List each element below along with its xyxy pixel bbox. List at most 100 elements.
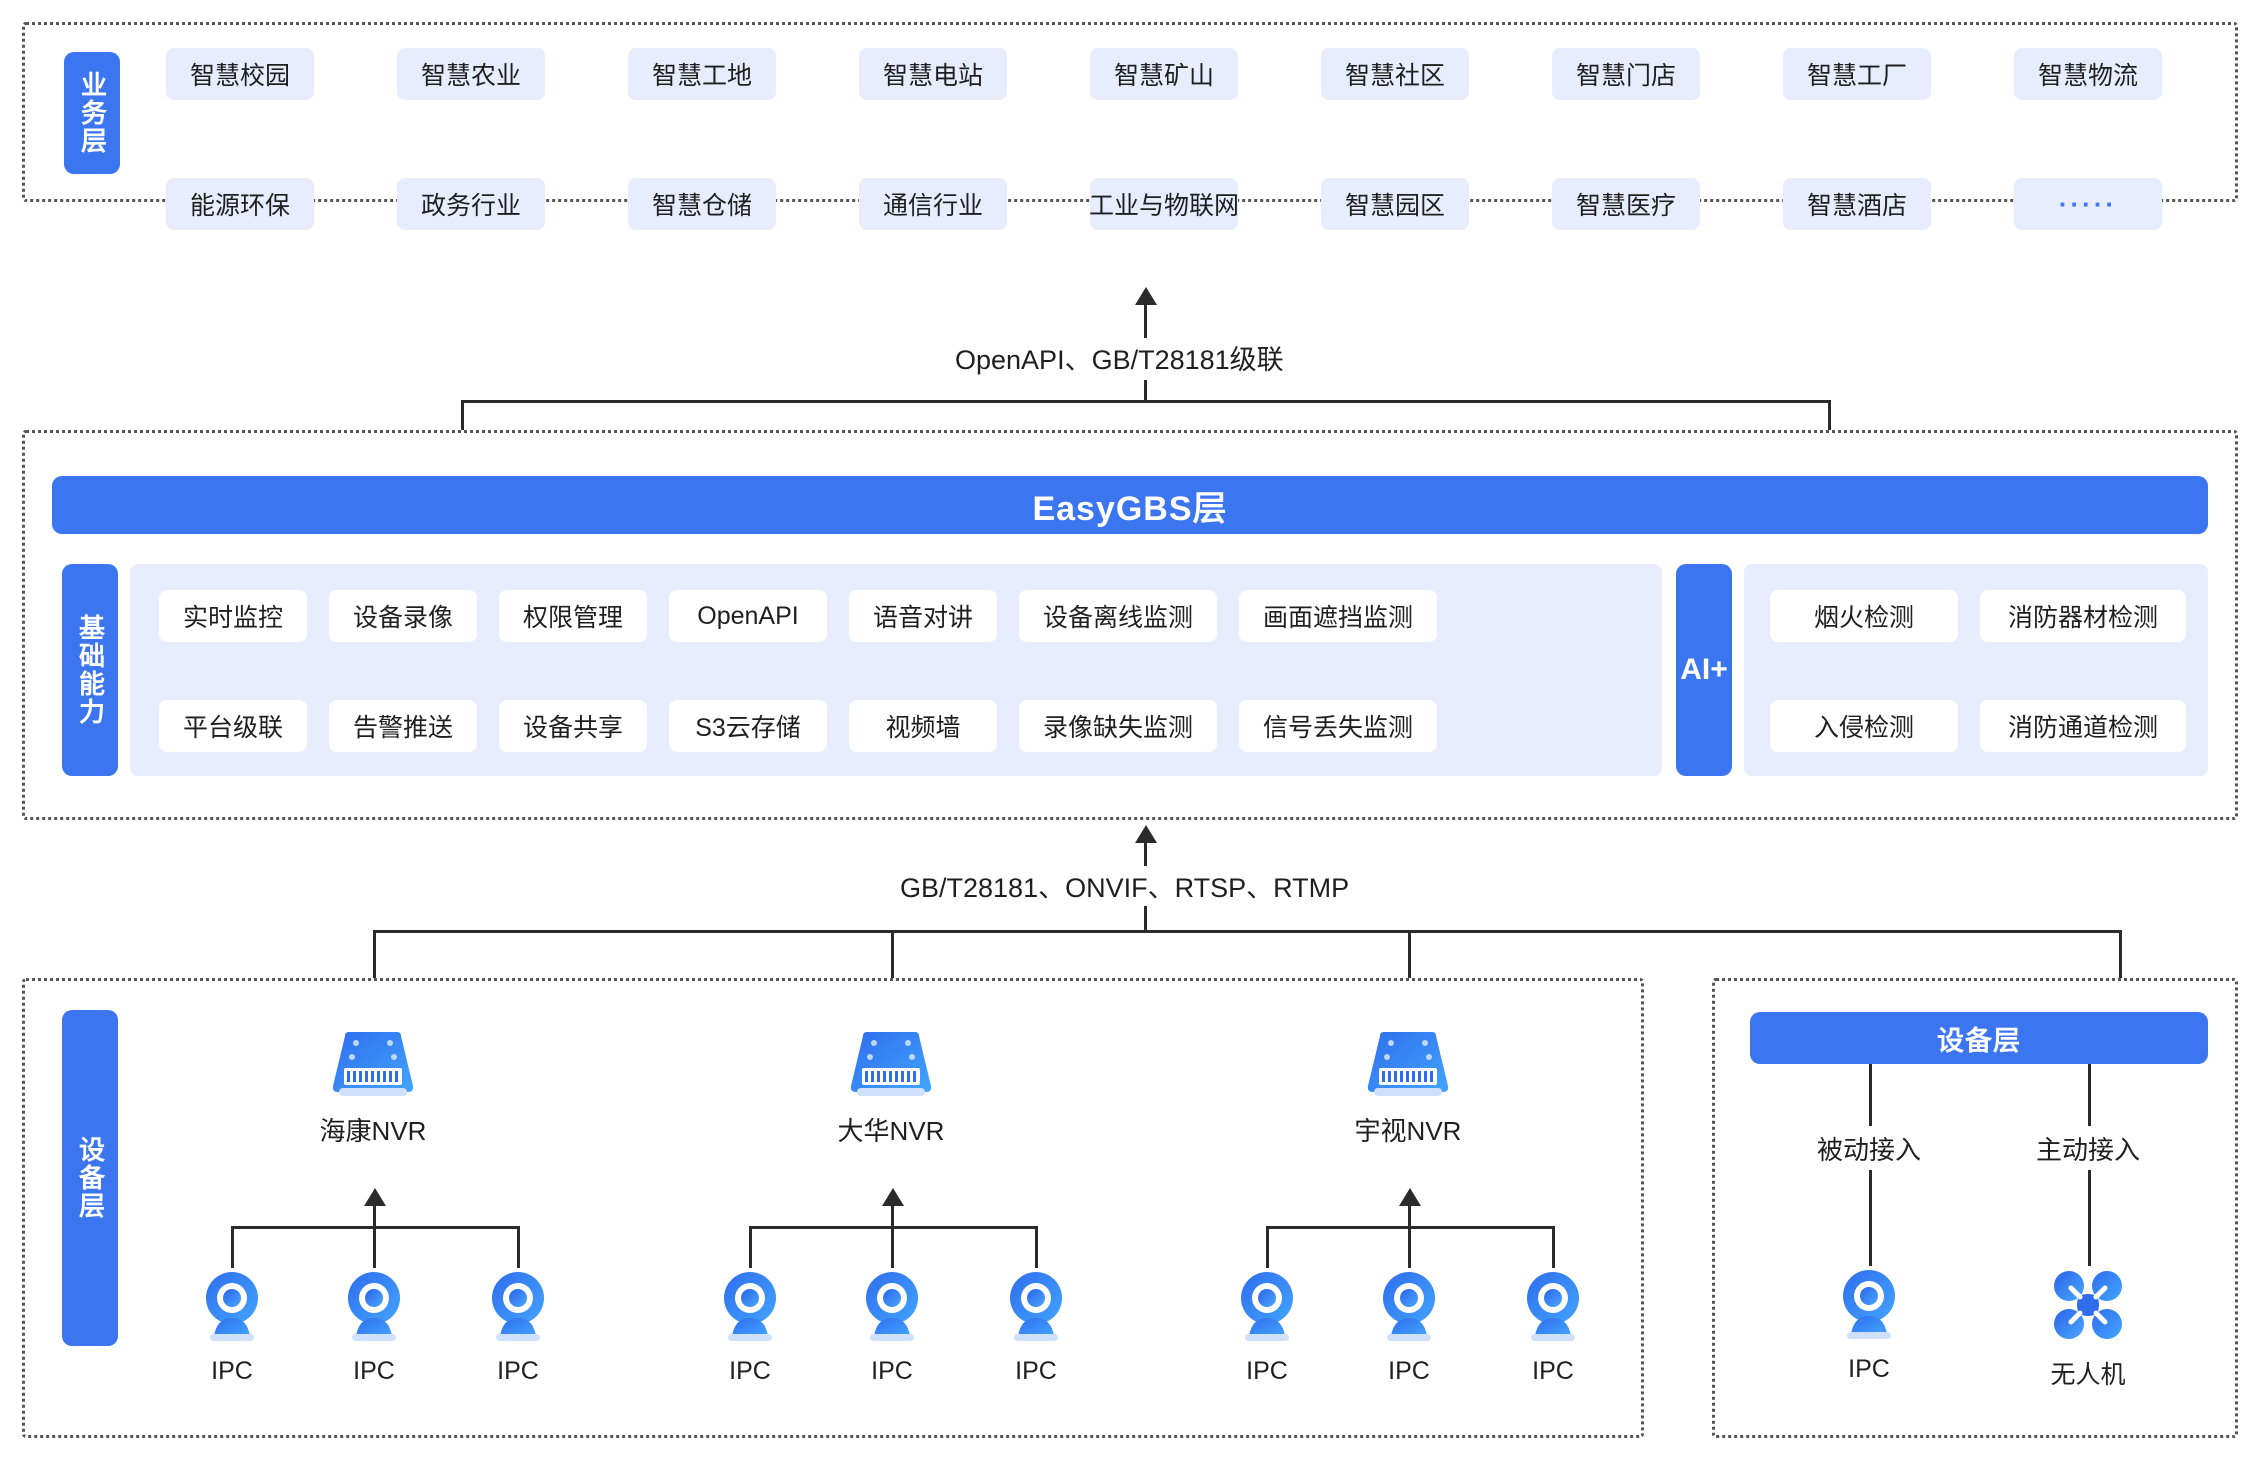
capability-chip[interactable]: OpenAPI <box>669 590 827 642</box>
device-layer-left-tab: 设备层 <box>62 1010 118 1346</box>
business-chip[interactable]: 智慧物流 <box>2014 48 2162 100</box>
camera-node[interactable]: IPC <box>1813 1266 1925 1384</box>
nvr3-leg-a <box>1266 1226 1269 1268</box>
arrow-up-nvr3 <box>1399 1188 1421 1206</box>
camera-label: IPC <box>1848 1355 1890 1383</box>
ai-capability-chip[interactable]: 入侵检测 <box>1770 700 1958 752</box>
business-chip[interactable]: 智慧工地 <box>628 48 776 100</box>
camera-icon <box>492 1272 544 1341</box>
nvr2-leg-a <box>749 1226 752 1268</box>
basic-capability-tab: 基础能力 <box>62 564 118 776</box>
camera-icon <box>348 1272 400 1341</box>
camera-label: IPC <box>1388 1357 1430 1385</box>
camera-node[interactable]: IPC <box>836 1268 948 1386</box>
camera-node[interactable]: IPC <box>1497 1268 1609 1386</box>
camera-node[interactable]: IPC <box>176 1268 288 1386</box>
connector-stem-top <box>1144 380 1147 402</box>
business-chip[interactable]: 智慧门店 <box>1552 48 1700 100</box>
business-chip[interactable]: 智慧工厂 <box>1783 48 1931 100</box>
business-chip[interactable]: 智慧校园 <box>166 48 314 100</box>
connector-leg-nvr2 <box>891 930 894 1020</box>
business-chip[interactable]: 智慧电站 <box>859 48 1007 100</box>
capability-chip[interactable]: 语音对讲 <box>849 590 997 642</box>
business-chip[interactable]: 通信行业 <box>859 178 1007 230</box>
nvr1-leg-b <box>373 1226 376 1268</box>
business-layer-tab: 业务层 <box>64 52 120 174</box>
nvr1-leg-a <box>231 1226 234 1268</box>
nvr-icon <box>332 1032 414 1096</box>
drone-label: 无人机 <box>2050 1361 2126 1389</box>
nvr2-leg-b <box>891 1226 894 1268</box>
camera-node[interactable]: IPC <box>694 1268 806 1386</box>
connector-label-openapi: OpenAPI、GB/T28181级联 <box>945 338 1294 377</box>
nvr3-leg-b <box>1408 1226 1411 1268</box>
right-branch1-upper <box>1869 1064 1872 1126</box>
ai-capability-chip[interactable]: 烟火检测 <box>1770 590 1958 642</box>
camera-label: IPC <box>353 1357 395 1385</box>
capability-chip[interactable]: 设备录像 <box>329 590 477 642</box>
business-chip[interactable]: 智慧医疗 <box>1552 178 1700 230</box>
device-layer-right-banner: 设备层 <box>1750 1012 2208 1064</box>
drone-icon <box>2054 1271 2122 1339</box>
drone-node[interactable]: 无人机 <box>2032 1266 2144 1391</box>
camera-node[interactable]: IPC <box>980 1268 1092 1386</box>
nvr2-stem <box>891 1206 894 1228</box>
camera-icon <box>1527 1272 1579 1341</box>
business-chip[interactable]: 能源环保 <box>166 178 314 230</box>
capability-chip[interactable]: 录像缺失监测 <box>1019 700 1217 752</box>
capability-chip[interactable]: 设备共享 <box>499 700 647 752</box>
nvr1-leg-c <box>517 1226 520 1268</box>
capability-chip[interactable]: 告警推送 <box>329 700 477 752</box>
ai-capability-chip[interactable]: 消防通道检测 <box>1980 700 2186 752</box>
nvr-label: 大华NVR <box>837 1116 945 1146</box>
business-chip[interactable]: 智慧社区 <box>1321 48 1469 100</box>
capability-chip[interactable]: S3云存储 <box>669 700 827 752</box>
capability-chip[interactable]: 信号丢失监测 <box>1239 700 1437 752</box>
business-chip[interactable]: 智慧农业 <box>397 48 545 100</box>
capability-chip[interactable]: 权限管理 <box>499 590 647 642</box>
ai-capability-chip[interactable]: 消防器材检测 <box>1980 590 2186 642</box>
camera-icon <box>724 1272 776 1341</box>
nvr-label: 海康NVR <box>319 1116 427 1146</box>
business-chip[interactable]: 政务行业 <box>397 178 545 230</box>
device-layer-left-container <box>22 978 1644 1438</box>
capability-chip[interactable]: 设备离线监测 <box>1019 590 1217 642</box>
business-chip[interactable]: 工业与物联网 <box>1089 178 1239 230</box>
camera-icon <box>1383 1272 1435 1341</box>
nvr-node[interactable]: 宇视NVR <box>1338 1030 1478 1148</box>
capability-chip[interactable]: 画面遮挡监测 <box>1239 590 1437 642</box>
business-chip[interactable]: 智慧酒店 <box>1783 178 1931 230</box>
camera-node[interactable]: IPC <box>318 1268 430 1386</box>
nvr3-stem <box>1408 1206 1411 1228</box>
camera-node[interactable]: IPC <box>1211 1268 1323 1386</box>
camera-label: IPC <box>1532 1357 1574 1385</box>
arrow-up-nvr2 <box>882 1188 904 1206</box>
camera-node[interactable]: IPC <box>462 1268 574 1386</box>
nvr1-stem <box>373 1206 376 1228</box>
access-mode-label: 被动接入 <box>1797 1130 1941 1167</box>
camera-icon <box>1010 1272 1062 1341</box>
camera-icon <box>1843 1270 1895 1339</box>
capability-chip[interactable]: 平台级联 <box>159 700 307 752</box>
right-branch1-lower <box>1869 1170 1872 1266</box>
business-chip[interactable]: 智慧仓储 <box>628 178 776 230</box>
nvr-icon <box>1367 1032 1449 1096</box>
capability-chip[interactable]: 视频墙 <box>849 700 997 752</box>
nvr3-leg-c <box>1552 1226 1555 1268</box>
ai-plus-tab: AI+ <box>1676 564 1732 776</box>
connector-leg-nvr1 <box>373 930 376 1020</box>
connector-bus-top <box>461 400 1831 403</box>
business-chip[interactable]: 智慧矿山 <box>1090 48 1238 100</box>
business-chip[interactable]: 智慧园区 <box>1321 178 1469 230</box>
connector-label-protocols: GB/T28181、ONVIF、RTSP、RTMP <box>890 866 1360 905</box>
camera-icon <box>866 1272 918 1341</box>
camera-node[interactable]: IPC <box>1353 1268 1465 1386</box>
nvr-node[interactable]: 大华NVR <box>821 1030 961 1148</box>
right-branch2-lower <box>2088 1170 2091 1266</box>
capability-chip[interactable]: 实时监控 <box>159 590 307 642</box>
nvr-node[interactable]: 海康NVR <box>303 1030 443 1148</box>
arrow-up-business <box>1135 287 1157 305</box>
camera-label: IPC <box>497 1357 539 1385</box>
camera-label: IPC <box>1246 1357 1288 1385</box>
business-chip-more[interactable]: ····· <box>2014 178 2162 230</box>
